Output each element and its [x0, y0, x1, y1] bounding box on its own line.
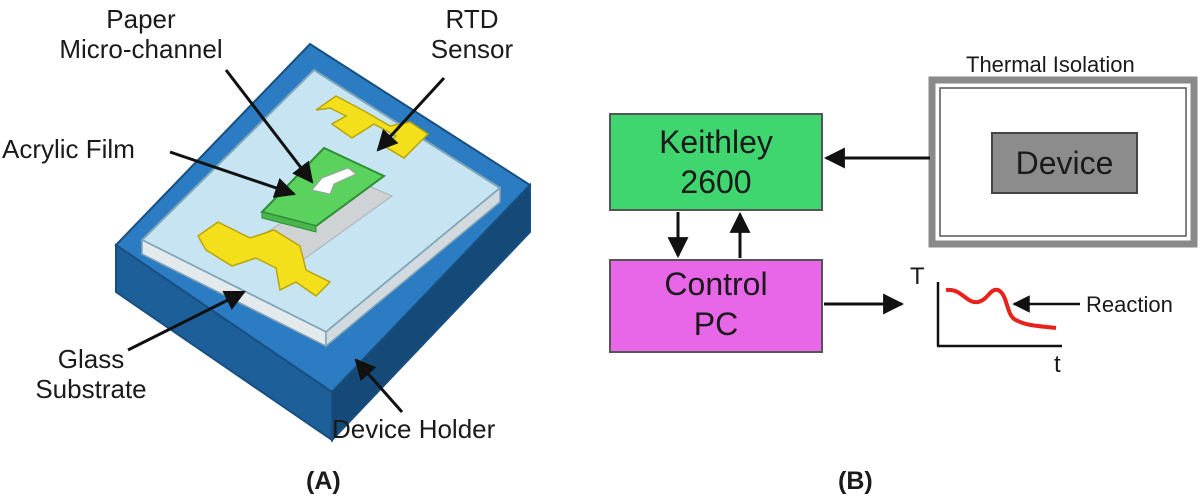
- thermal-isolation-label: Thermal Isolation: [966, 52, 1135, 77]
- plot-y-label: T: [910, 263, 925, 290]
- arrow-rtd: [376, 76, 446, 152]
- caption-a: (A): [306, 467, 341, 495]
- paper-microchannel: [311, 167, 357, 195]
- keithley-box: [609, 113, 823, 211]
- control-line2: PC: [693, 306, 739, 342]
- control-pc-label: Control PC: [610, 264, 822, 344]
- control-line1: Control: [664, 266, 768, 302]
- reaction-label: Reaction: [1086, 292, 1173, 317]
- keithley-line1: Keithley: [659, 124, 773, 160]
- label-paper-microchannel: Paper Micro-channel: [36, 4, 246, 64]
- label-device-holder: Device Holder: [332, 414, 496, 444]
- arrow-paper: [224, 69, 314, 184]
- temperature-plot: [936, 282, 1062, 348]
- label-acrylic-film: Acrylic Film: [2, 134, 135, 164]
- label-paper-line1: Paper: [106, 4, 176, 34]
- reaction-curve: [945, 287, 1057, 330]
- label-glass-line1: Glass: [57, 344, 125, 374]
- label-glass-line2: Substrate: [35, 374, 147, 404]
- plot-x-label: t: [1054, 351, 1061, 378]
- device-label: Device: [1015, 145, 1114, 181]
- label-rtd-line2: Sensor: [430, 34, 514, 64]
- caption-b: (B): [838, 467, 873, 495]
- label-rtd-line1: RTD: [445, 4, 499, 34]
- arrow-acrylic: [169, 150, 296, 198]
- device-box: [991, 132, 1138, 194]
- label-paper-line2: Micro-channel: [59, 34, 223, 64]
- arrow-holder: [354, 358, 404, 413]
- control-pc-box: [609, 259, 823, 353]
- keithley-label: Keithley 2600: [610, 122, 822, 202]
- rtd-sensor: [197, 95, 430, 297]
- arrow-glass: [127, 290, 246, 352]
- label-rtd-sensor: RTD Sensor: [414, 4, 530, 64]
- label-glass-substrate: Glass Substrate: [16, 344, 166, 404]
- keithley-line2: 2600: [680, 164, 752, 200]
